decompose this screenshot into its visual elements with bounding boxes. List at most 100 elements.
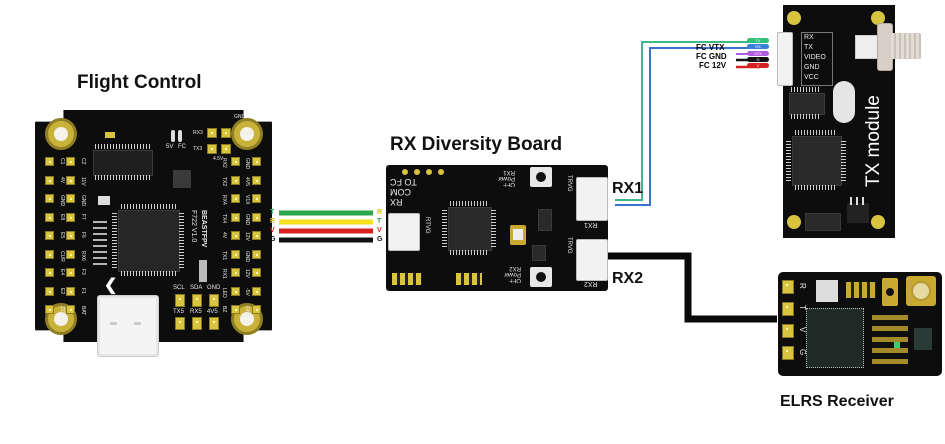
fc-vtx-label: FC VTX	[696, 43, 725, 52]
fc-pad-label: RX4	[221, 195, 227, 205]
fc-model: F722 V1.0	[190, 210, 197, 243]
fc-silk-sda: SDA	[190, 285, 203, 291]
fc-pad-label: 12V	[244, 269, 250, 278]
fc-pad-label: 4V5	[244, 176, 250, 186]
fc-pad-label: C1	[59, 158, 65, 165]
rx1-port[interactable]	[576, 177, 608, 221]
fc-pad-label: E4	[59, 269, 65, 276]
fc-pad	[45, 212, 54, 222]
tx-module-connector[interactable]	[777, 32, 793, 86]
tx-pin-rx: RX	[804, 34, 814, 41]
fc-pad	[45, 249, 54, 259]
fc-pad-label: V1X	[244, 195, 250, 205]
fc-pad	[252, 305, 261, 314]
fc-pad	[252, 212, 261, 222]
fc-silk-scl: SCL	[173, 285, 185, 291]
fc-pad-label: 4V	[59, 176, 65, 183]
fc-silk-fc: FC	[178, 144, 186, 150]
fc-pad-label: 12V	[244, 232, 250, 241]
fc-uart-pin-g: G	[270, 236, 276, 243]
fc-pad-label: E8	[59, 213, 65, 220]
rx2-port-silk: RX2	[584, 280, 598, 287]
fc-pad-label: GND	[244, 306, 250, 318]
rx2-silk-trvg: TRVG	[566, 237, 572, 254]
fc-pad	[252, 231, 261, 240]
fc-pad	[231, 286, 240, 296]
tx-pin-vcc: VCC	[804, 74, 819, 81]
fc-pad-label: F6	[80, 232, 86, 238]
tx-pin-video: VIDEO	[804, 54, 826, 61]
elrs-pad	[782, 324, 794, 338]
fc-pad-label: CUR	[59, 250, 65, 262]
fc-pad-label: GND	[80, 195, 86, 207]
fc-top-ic	[93, 150, 153, 176]
rx2-label: RX2	[612, 270, 644, 287]
tx-pin-tx: TX	[804, 44, 813, 51]
fc-pad-label: C2	[80, 158, 86, 165]
fc-pad	[45, 194, 54, 203]
fc-pad	[66, 305, 75, 314]
fc-pad-label: RX6	[80, 250, 86, 261]
fc-gyro-chip	[173, 170, 191, 188]
fc-pad-label: TX4	[221, 213, 227, 223]
fc-pad-label: GND	[244, 250, 250, 262]
fc-silk-tx5: TX5	[173, 309, 185, 315]
fc-pad	[231, 305, 240, 314]
rx-silk-rx2-power: OFF Power RX2	[504, 265, 521, 283]
tx-pin-gnd: GND	[804, 64, 820, 71]
fc-pad	[66, 194, 75, 203]
rx-com-connector[interactable]	[388, 213, 420, 251]
fc-uart-pin-t: T	[270, 209, 275, 216]
tx-pin-label-box	[801, 32, 833, 86]
tx-module-mcu	[792, 136, 842, 186]
fc-pad	[252, 194, 261, 203]
rx-diversity-board: TO FC COM RX RTVG OFF Power RX1 OFF Powe…	[386, 165, 608, 291]
fc-pad-label: GND	[59, 195, 65, 207]
fc-pad-label: BZ	[221, 306, 227, 313]
fc-mcu	[118, 210, 180, 272]
fc-pad-label: ZZE	[59, 306, 65, 316]
rx-silk-rx1-power: OFF Power RX1	[498, 169, 515, 187]
rx2-power-button[interactable]	[530, 267, 552, 287]
fc-gnd-label: FC GND	[696, 52, 727, 61]
fc-silk-tx3: TX3	[193, 146, 203, 152]
fc-pad	[231, 249, 240, 259]
fc-pad-label: RX1	[221, 269, 227, 279]
sma-antenna-connector	[855, 23, 925, 71]
fc-pad	[231, 157, 240, 166]
fc-pad-label: E5	[59, 232, 65, 239]
fc-pad-label: 11V	[80, 176, 86, 186]
fc-pad	[252, 157, 261, 166]
mount-hole-tl	[45, 118, 77, 150]
usb-c-port	[97, 295, 159, 357]
rx2-power: Power	[504, 271, 522, 277]
rx1-port-silk: RX1	[584, 221, 598, 228]
fc-pad-label: F1	[80, 287, 86, 294]
rx-mcu	[448, 207, 492, 251]
rx-input-pin-t: T	[377, 218, 382, 225]
rx1-silk-trvg: TRVG	[566, 175, 572, 192]
fc-pad	[252, 268, 261, 277]
rx2-power-off: OFF	[509, 277, 522, 283]
fc-pad-label: TX1	[221, 250, 227, 260]
fc-silk-gnd-top: GND	[234, 114, 246, 120]
fc-pad-label: TX2	[221, 176, 227, 186]
fc-pad	[66, 249, 75, 259]
fc-pad-label: GND	[244, 213, 250, 225]
fc-pad	[45, 231, 54, 240]
elrs-bind-button[interactable]	[882, 278, 898, 306]
fc-pad-label: 4V	[221, 232, 227, 239]
elrs-pad	[782, 302, 794, 316]
tx-wire-tag: TX	[747, 38, 769, 43]
rx1-power-button[interactable]	[530, 167, 552, 187]
ufl-antenna-connector	[906, 276, 936, 306]
fc-silk-4v5: 4V5	[207, 309, 218, 315]
tx-wire-tag: VTX	[747, 50, 769, 56]
rx-board-title: RX Diversity Board	[390, 134, 563, 155]
fc-pad	[66, 212, 75, 222]
fc-silk-gnd: GND	[207, 285, 221, 291]
fc-pad	[231, 212, 240, 222]
rx2-port[interactable]	[576, 239, 608, 281]
fc-pad	[66, 157, 75, 166]
